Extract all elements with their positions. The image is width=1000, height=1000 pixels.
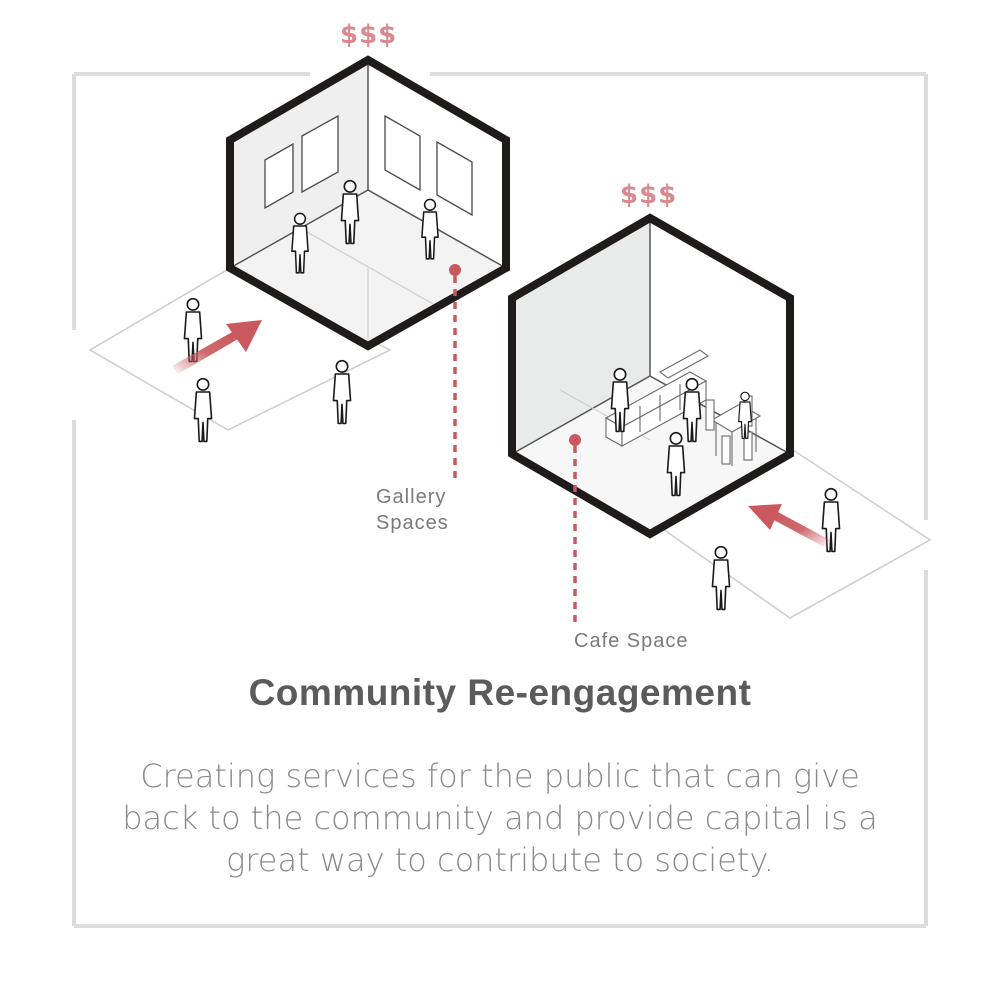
cafe-leader-dot	[569, 434, 581, 446]
gallery-label-line2: Spaces	[376, 512, 449, 534]
section-title: Community Re-engagement	[248, 672, 752, 713]
gallery-artwork	[264, 142, 294, 210]
flow-arrow-icon	[748, 504, 830, 548]
frame	[72, 72, 928, 928]
cafe-box	[508, 213, 794, 539]
gallery-artwork	[384, 114, 421, 192]
cafe-label: Cafe Space	[574, 630, 689, 652]
person-figure-icon	[193, 377, 213, 443]
gallery-box	[226, 55, 510, 351]
cafe-price-label: $$$	[620, 180, 678, 210]
flow-arrow-icon	[172, 320, 262, 374]
section-description: Creating services for the public that ca…	[122, 757, 878, 879]
gallery-price-label: $$$	[340, 20, 398, 50]
gallery-label-line1: Gallery	[376, 486, 447, 508]
gallery-leader-dot	[449, 264, 461, 276]
gallery-plaza	[88, 267, 392, 431]
gallery-artwork	[436, 140, 473, 217]
gallery-label: Gallery Spaces	[376, 484, 449, 536]
person-figure-icon	[711, 545, 731, 611]
gallery-artwork	[301, 114, 339, 194]
